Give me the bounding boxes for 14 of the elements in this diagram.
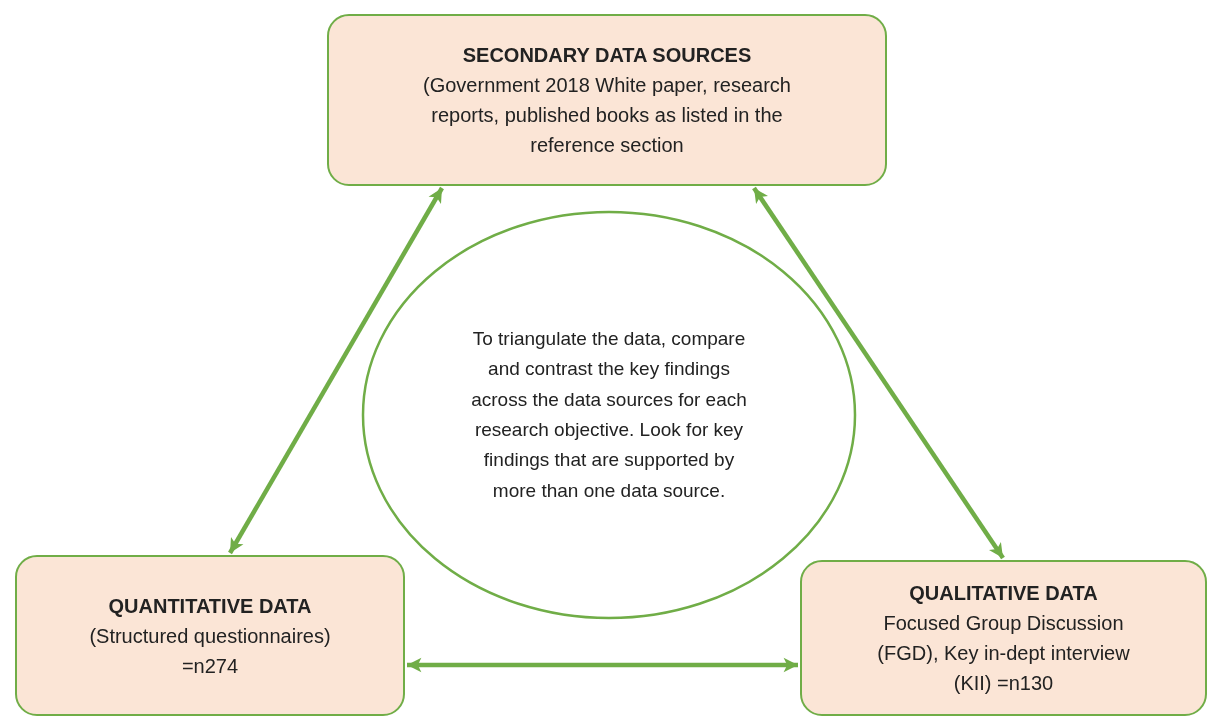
box-description: (Structured questionnaires) =n274 (88, 623, 332, 679)
box-heading: QUALITATIVE DATA (909, 581, 1098, 606)
data-source-box (15, 555, 405, 716)
box-heading: QUANTITATIVE DATA (108, 593, 312, 619)
note-text: To triangulate the data, compare and contrast the key findings across the data sources for each research objective. Look for key findings that are supported by more than one data source. (470, 326, 748, 503)
box-heading: SECONDARY DATA SOURCES (462, 43, 752, 68)
box-description: (Government 2018 White paper, research reports, published books as listed in the reference section (422, 73, 792, 158)
double-arrow (752, 186, 1005, 560)
double-arrow (407, 657, 798, 673)
data-source-box (327, 14, 887, 186)
ellipse (361, 210, 857, 620)
box-description: Focused Group Discussion (FGD), Key in-dept interview (KII) =n130 (876, 611, 1131, 696)
data-source-box (800, 560, 1207, 716)
double-arrow (228, 186, 444, 555)
